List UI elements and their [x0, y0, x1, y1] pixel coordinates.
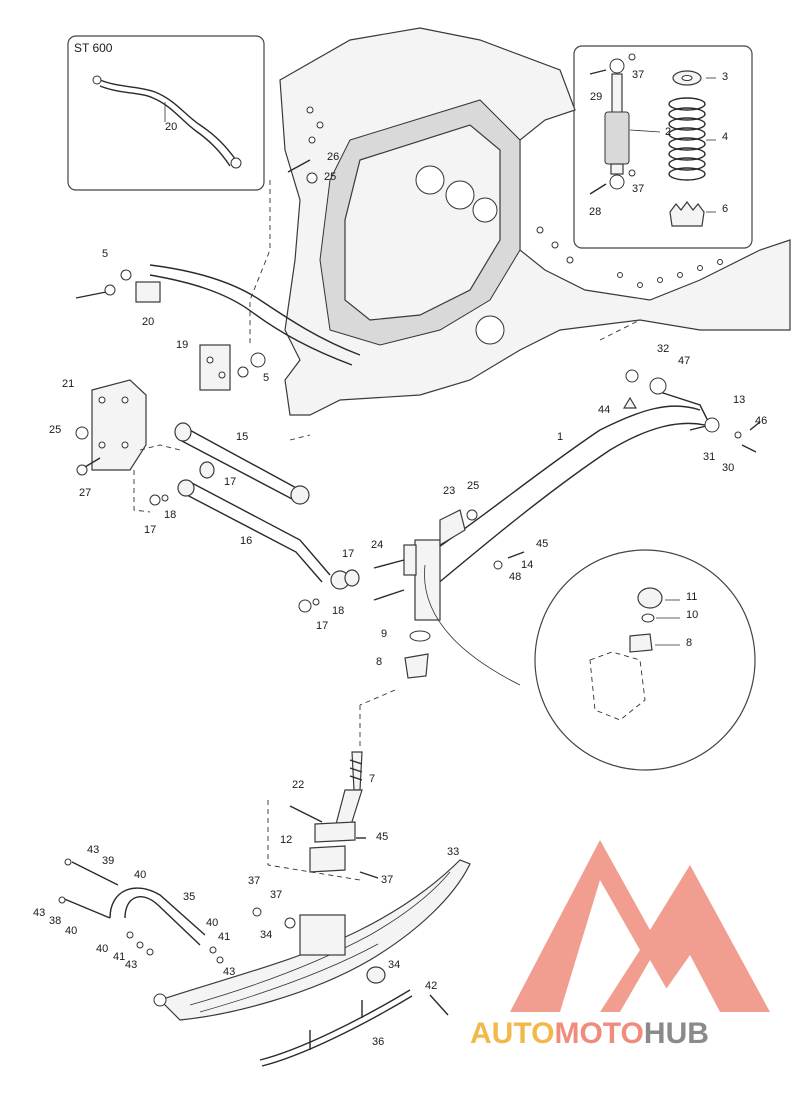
- callout-17: 17: [144, 524, 156, 536]
- callout-21: 21: [62, 378, 74, 390]
- callout-29: 29: [590, 91, 602, 103]
- callout-18: 18: [164, 509, 176, 521]
- callout-38: 38: [49, 915, 61, 927]
- callout-40: 40: [65, 925, 77, 937]
- automotohub-logo: AUTOMOTOHUB: [470, 840, 770, 1050]
- callout-1: 1: [557, 431, 563, 443]
- callout-3: 3: [722, 71, 728, 83]
- callout-2: 2: [665, 126, 671, 138]
- callout-45: 45: [376, 831, 388, 843]
- callout-37: 37: [632, 183, 644, 195]
- callout-13: 13: [733, 394, 745, 406]
- callout-8: 8: [686, 637, 692, 649]
- callout-5: 5: [102, 248, 108, 260]
- assembly-leaders: [133, 180, 641, 750]
- chassis-frame: [120, 27, 791, 416]
- bracket-21: [75, 379, 147, 476]
- inset-label: ST 600: [74, 41, 113, 55]
- callout-35: 35: [183, 891, 195, 903]
- a-arm-15: [174, 422, 310, 505]
- callout-43: 43: [87, 844, 99, 856]
- callout-27: 27: [79, 487, 91, 499]
- callout-40: 40: [96, 943, 108, 955]
- logo-text-auto: AUTO: [470, 1017, 554, 1050]
- callout-37: 37: [270, 889, 282, 901]
- callout-8: 8: [376, 656, 382, 668]
- callout-6: 6: [722, 203, 728, 215]
- callout-30: 30: [722, 462, 734, 474]
- logo-text-hub: HUB: [644, 1017, 709, 1050]
- callout-25: 25: [324, 171, 336, 183]
- callout-48: 48: [509, 571, 521, 583]
- callout-24: 24: [371, 539, 383, 551]
- callout-18: 18: [332, 605, 344, 617]
- spindle: [267, 751, 366, 881]
- callout-19: 19: [176, 339, 188, 351]
- callout-37: 37: [248, 875, 260, 887]
- callout-44: 44: [598, 404, 610, 416]
- callout-17: 17: [342, 548, 354, 560]
- callout-43: 43: [223, 966, 235, 978]
- callout-20: 20: [142, 316, 154, 328]
- callout-34: 34: [388, 959, 400, 971]
- inset-shock-spring: [573, 45, 753, 249]
- callout-25: 25: [49, 424, 61, 436]
- callout-28: 28: [589, 206, 601, 218]
- callout-5: 5: [263, 372, 269, 384]
- callout-34: 34: [260, 929, 272, 941]
- callout-4: 4: [722, 131, 728, 143]
- spindle-housing: [373, 509, 525, 686]
- wear-bar: [259, 989, 413, 1067]
- callout-45: 45: [536, 538, 548, 550]
- callout-11: 11: [686, 591, 697, 603]
- ski-handle: [58, 858, 224, 964]
- callout-17: 17: [316, 620, 328, 632]
- ski: [153, 859, 471, 1021]
- callout-43: 43: [33, 907, 45, 919]
- trailing-arm: [419, 369, 761, 591]
- callout-17: 17: [224, 476, 236, 488]
- callout-47: 47: [678, 355, 690, 367]
- callout-32: 32: [657, 343, 669, 355]
- callout-25: 25: [467, 480, 479, 492]
- callout-26: 26: [327, 151, 339, 163]
- callout-41: 41: [218, 931, 230, 943]
- callout-41: 41: [113, 951, 125, 963]
- callout-40: 40: [134, 869, 146, 881]
- callout-42: 42: [425, 980, 437, 992]
- a-arm-16: [149, 461, 360, 613]
- callout-10: 10: [686, 609, 698, 621]
- callout-20: 20: [165, 121, 177, 133]
- callout-33: 33: [447, 846, 459, 858]
- logo-text: AUTOMOTOHUB: [470, 1017, 709, 1050]
- callout-46: 46: [755, 415, 767, 427]
- frame-fasteners: [75, 159, 318, 391]
- spring-coils: [668, 97, 706, 181]
- callout-36: 36: [372, 1036, 384, 1048]
- detail-magnifier: [534, 549, 756, 771]
- callout-37: 37: [632, 69, 644, 81]
- callout-43: 43: [125, 959, 137, 971]
- callout-15: 15: [236, 431, 248, 443]
- inset-st600: ST 600: [67, 35, 265, 191]
- logo-text-moto: MOTO: [554, 1017, 643, 1050]
- callout-37: 37: [381, 874, 393, 886]
- callout-39: 39: [102, 855, 114, 867]
- callout-40: 40: [206, 917, 218, 929]
- callout-9: 9: [381, 628, 387, 640]
- callout-31: 31: [703, 451, 715, 463]
- logo-triangle-mark: [510, 840, 770, 1012]
- callout-22: 22: [292, 779, 304, 791]
- callout-14: 14: [521, 559, 533, 571]
- callout-12: 12: [280, 834, 292, 846]
- callout-7: 7: [369, 773, 375, 785]
- callout-23: 23: [443, 485, 455, 497]
- callout-16: 16: [240, 535, 252, 547]
